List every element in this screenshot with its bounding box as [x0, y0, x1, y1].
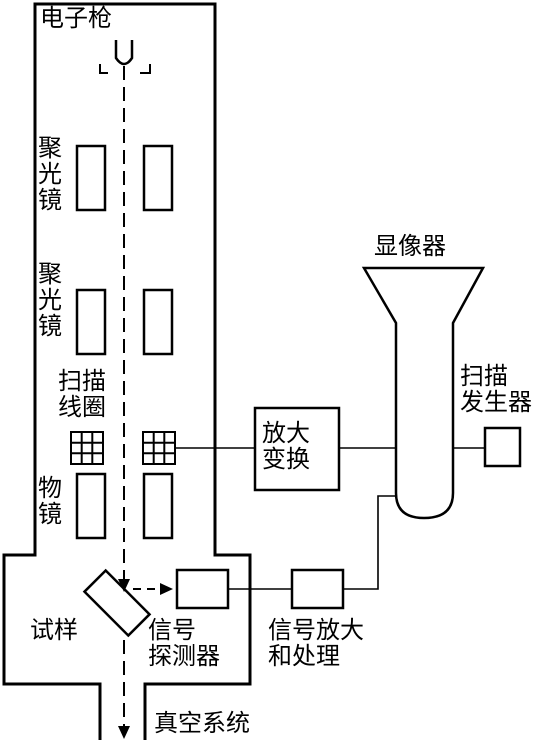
amplify-convert-box — [255, 408, 339, 490]
electron-gun-bracket-left — [100, 64, 108, 73]
condenser-lens-2-left — [77, 290, 105, 354]
condenser-lens-2-right — [144, 290, 172, 354]
signal-detector-box — [177, 570, 228, 608]
signal-amplify-process-label: 信号放大 和处理 — [268, 616, 364, 670]
signal-amplify-box — [292, 570, 343, 608]
electron-gun-icon — [116, 40, 132, 64]
wiring — [175, 448, 485, 589]
signal-detector-label: 信号 探测器 — [148, 616, 220, 670]
amplify-convert-label: 放大 变换 — [262, 419, 310, 473]
condenser-lens-1-right — [144, 146, 172, 210]
vacuum-arrowhead — [118, 726, 130, 739]
sample-label: 试样 — [30, 616, 78, 644]
scan-generator-box — [485, 428, 520, 466]
objective-lens-label: 物 镜 — [38, 474, 62, 528]
column-outline — [4, 4, 250, 740]
condenser-lens-2-label: 聚 光 镜 — [38, 260, 62, 340]
condenser-lens-1-left — [77, 146, 105, 210]
display-label: 显像器 — [374, 232, 446, 260]
wire-processor-to-display — [343, 496, 396, 589]
display-crt — [364, 268, 483, 518]
scan-generator-label: 扫描 发生器 — [460, 362, 532, 416]
signal-arrowhead — [160, 583, 173, 595]
vacuum-system-label: 真空系统 — [154, 709, 250, 737]
objective-lens-right — [144, 474, 172, 538]
condenser-lens-1-label: 聚 光 镜 — [38, 134, 62, 214]
objective-lens-left — [77, 474, 105, 538]
electron-gun-label: 电子枪 — [40, 4, 112, 32]
scan-coil-label: 扫描 线圈 — [58, 367, 106, 421]
beam-arrowhead — [118, 579, 130, 592]
sample-block — [84, 570, 149, 635]
scan-coil-left-icon — [71, 432, 103, 464]
scan-coil-right-icon — [143, 432, 175, 464]
electron-gun-bracket-right — [140, 64, 150, 73]
